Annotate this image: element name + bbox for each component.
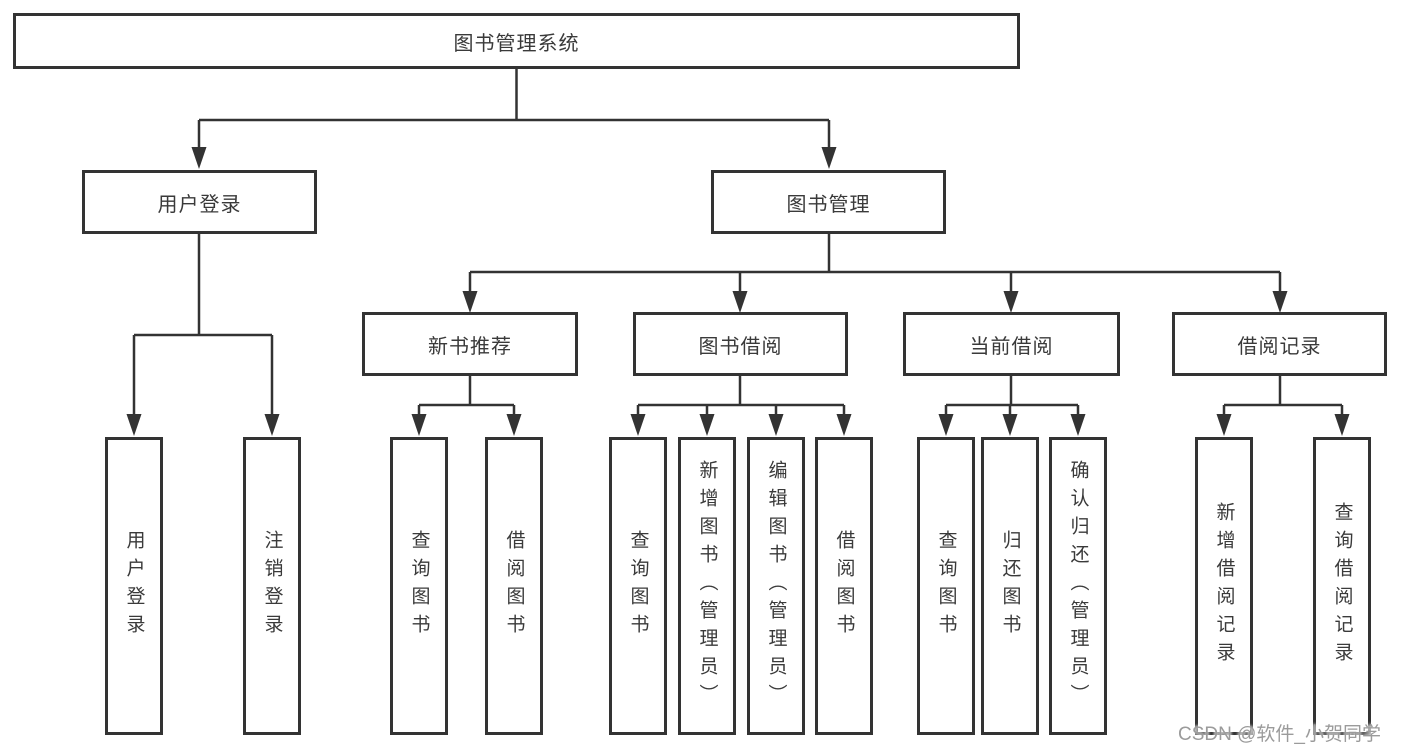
node-book-borrowing-label: 图书借阅 — [698, 335, 783, 358]
node-borrowing-records: 借阅记录 — [1172, 312, 1387, 376]
node-leaf-return-books: 归还图书 — [981, 437, 1039, 735]
node-leaf-query-books-borrowing: 查询图书 — [609, 437, 667, 735]
node-leaf-logout: 注销登录 — [243, 437, 301, 735]
csdn-watermark: CSDN @软件_小贺同学 — [1178, 724, 1381, 745]
node-leaf-borrow-books-recommend-label: 借阅图书 — [503, 530, 525, 642]
node-leaf-query-books-current-label: 查询图书 — [935, 530, 957, 642]
node-leaf-query-books-current: 查询图书 — [917, 437, 975, 735]
node-leaf-query-books-recommend-label: 查询图书 — [408, 530, 430, 642]
node-leaf-add-books-admin: 新增图书（管理员） — [678, 437, 736, 735]
node-leaf-query-borrow-record: 查询借阅记录 — [1313, 437, 1371, 735]
node-user-login-label: 用户登录 — [157, 193, 242, 216]
node-leaf-query-borrow-record-label: 查询借阅记录 — [1331, 502, 1353, 670]
node-leaf-borrow-books-borrowing-label: 借阅图书 — [833, 530, 855, 642]
node-book-management-label: 图书管理 — [786, 193, 871, 216]
node-root-label: 图书管理系统 — [453, 32, 580, 55]
node-leaf-user-login: 用户登录 — [105, 437, 163, 735]
node-root: 图书管理系统 — [13, 13, 1020, 69]
node-leaf-edit-books-admin: 编辑图书（管理员） — [747, 437, 805, 735]
node-leaf-query-books-recommend: 查询图书 — [390, 437, 448, 735]
node-book-borrowing: 图书借阅 — [633, 312, 848, 376]
node-leaf-add-borrow-record: 新增借阅记录 — [1195, 437, 1253, 735]
node-book-management: 图书管理 — [711, 170, 946, 234]
node-leaf-confirm-return-admin: 确认归还（管理员） — [1049, 437, 1107, 735]
node-leaf-add-books-admin-label: 新增图书（管理员） — [696, 460, 718, 712]
node-leaf-borrow-books-borrowing: 借阅图书 — [815, 437, 873, 735]
node-leaf-query-books-borrowing-label: 查询图书 — [627, 530, 649, 642]
node-new-book-recommend-label: 新书推荐 — [428, 335, 512, 358]
node-new-book-recommend: 新书推荐 — [362, 312, 578, 376]
node-leaf-logout-label: 注销登录 — [261, 530, 283, 642]
node-leaf-confirm-return-admin-label: 确认归还（管理员） — [1067, 460, 1089, 712]
node-leaf-edit-books-admin-label: 编辑图书（管理员） — [765, 460, 787, 712]
node-borrowing-records-label: 借阅记录 — [1237, 335, 1322, 358]
node-current-borrowing: 当前借阅 — [903, 312, 1120, 376]
node-leaf-borrow-books-recommend: 借阅图书 — [485, 437, 543, 735]
node-leaf-return-books-label: 归还图书 — [999, 530, 1021, 642]
node-leaf-add-borrow-record-label: 新增借阅记录 — [1213, 502, 1235, 670]
node-leaf-user-login-label: 用户登录 — [123, 530, 145, 642]
node-current-borrowing-label: 当前借阅 — [969, 335, 1054, 358]
node-user-login: 用户登录 — [82, 170, 317, 234]
